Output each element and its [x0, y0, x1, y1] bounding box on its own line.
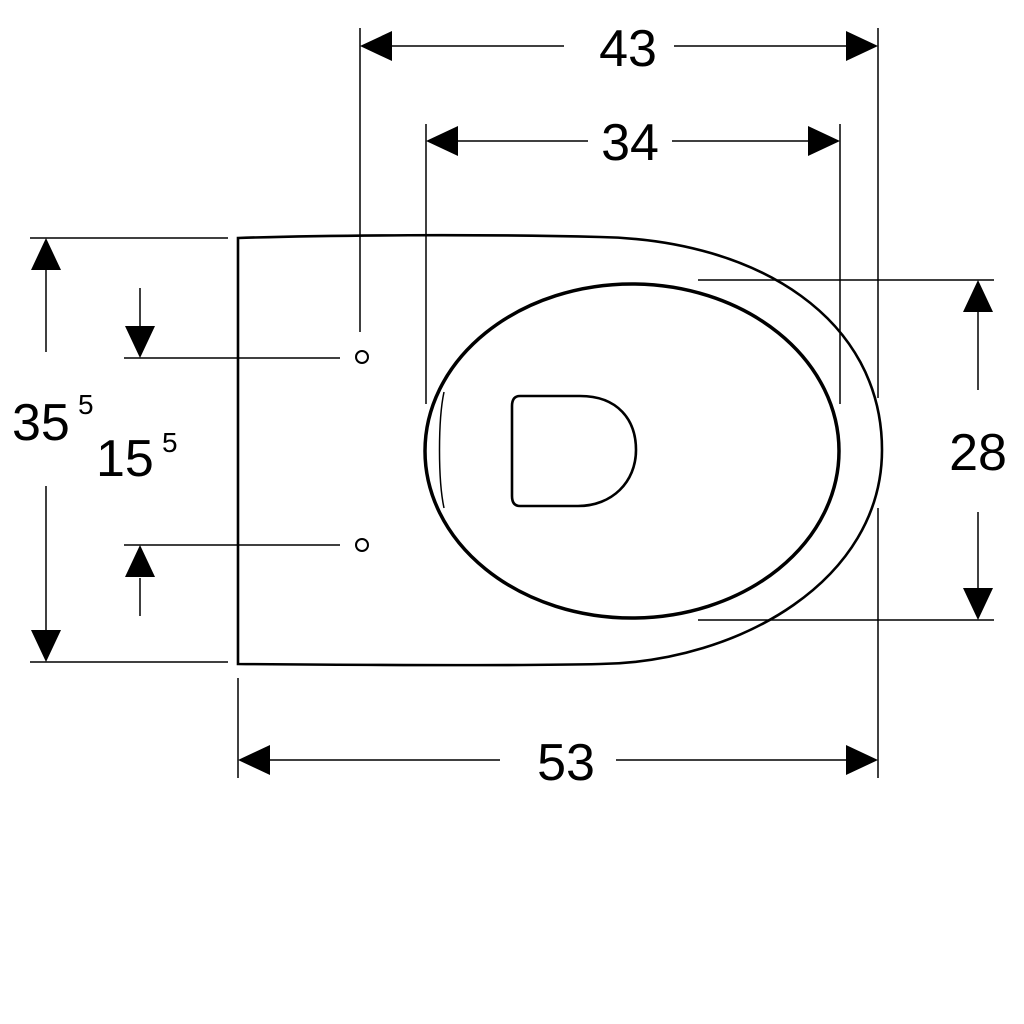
dimension-top-inner: 34	[426, 114, 840, 172]
rim-front-notch	[438, 391, 445, 509]
mounting-hole-top	[355, 350, 369, 364]
dimension-label-35-superscript: 5	[78, 389, 94, 420]
dimension-bottom-length: 53	[238, 734, 878, 792]
dimension-label-28: 28	[949, 424, 1007, 482]
dimension-label-15: 15	[96, 430, 154, 488]
extension-lines	[30, 28, 994, 778]
dimension-top-outer: 43	[360, 20, 878, 78]
dimension-left-outer: 35 5	[12, 238, 94, 662]
toilet-body-outline	[236, 233, 884, 667]
dimension-label-43: 43	[599, 20, 657, 78]
dimension-label-34: 34	[601, 114, 659, 172]
dimension-label-15-superscript: 5	[162, 427, 178, 458]
mounting-hole-bottom	[355, 538, 369, 552]
dimension-right-height: 28	[949, 280, 1007, 620]
bowl-rim-highlight	[428, 287, 836, 615]
drain-opening	[510, 394, 638, 508]
dimension-left-inner: 15 5	[96, 288, 178, 616]
dimension-label-35: 35	[12, 394, 70, 452]
dimension-label-53: 53	[537, 734, 595, 792]
bowl-rim	[423, 282, 841, 620]
